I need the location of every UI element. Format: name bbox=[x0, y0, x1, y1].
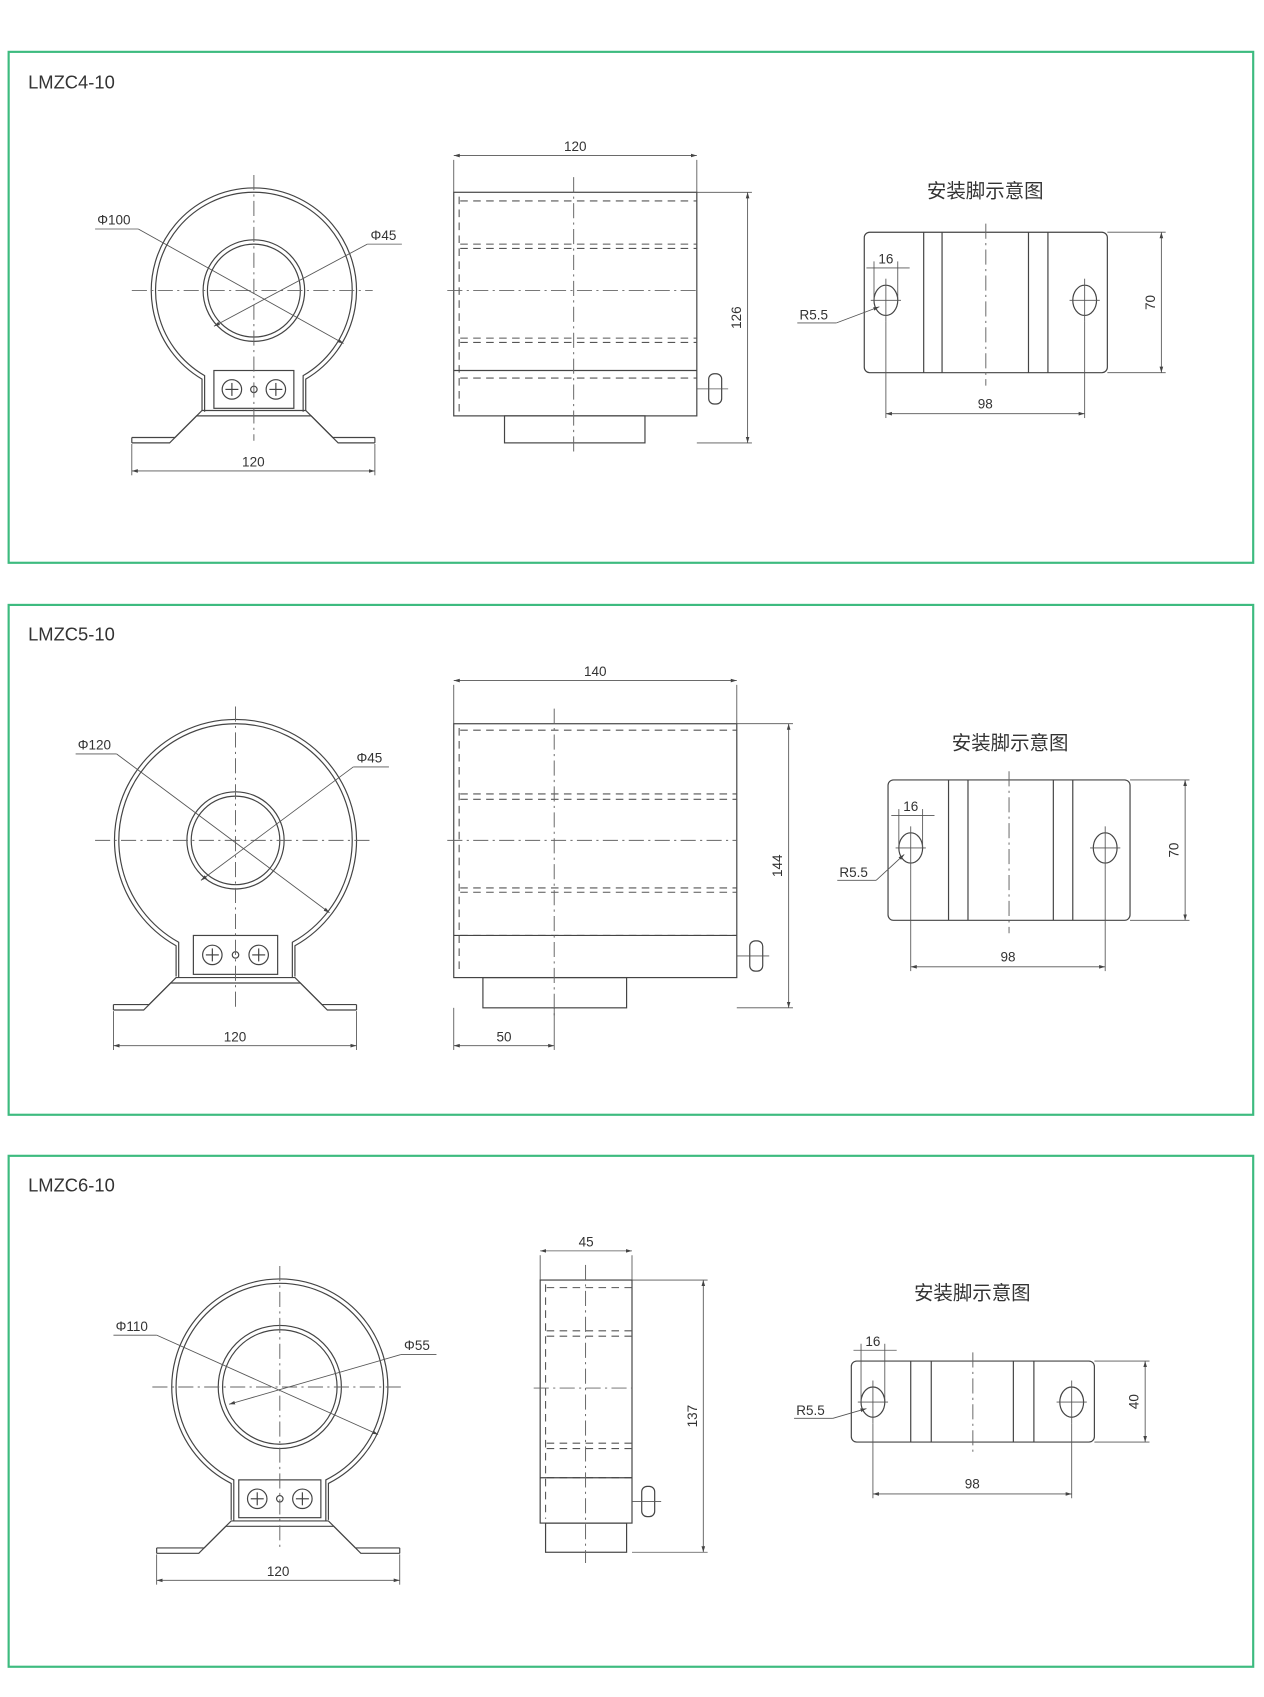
foot-height-dimension: 70 bbox=[1143, 295, 1158, 310]
outer-ring bbox=[155, 191, 353, 412]
slot-radius-label: R5.5 bbox=[839, 865, 868, 880]
side-view: 45 137 bbox=[533, 1235, 708, 1564]
leader-line bbox=[875, 854, 905, 881]
outer-diameter-label: Φ110 bbox=[116, 1319, 148, 1334]
outer-ring bbox=[175, 1282, 385, 1522]
housing-foot bbox=[503, 415, 646, 444]
housing-foot bbox=[482, 976, 628, 1009]
housing-foot bbox=[544, 1522, 628, 1553]
leader-line bbox=[213, 243, 368, 327]
slot-radius-label: R5.5 bbox=[799, 308, 828, 323]
slot-spacing-label: 98 bbox=[965, 1477, 980, 1492]
outer-ring bbox=[118, 723, 353, 978]
slot-width-label: 16 bbox=[903, 799, 918, 814]
panel-frame bbox=[7, 1154, 1255, 1668]
side-width-dimension: 120 bbox=[564, 139, 587, 154]
leader-line bbox=[156, 1334, 379, 1435]
slot-spacing-label: 98 bbox=[978, 396, 993, 411]
terminal-screw-icon bbox=[292, 1488, 313, 1510]
terminal-screw-icon bbox=[202, 944, 223, 966]
terminal-screw-icon bbox=[221, 379, 243, 400]
mounting-bracket bbox=[113, 982, 357, 1011]
panel-frame bbox=[7, 50, 1255, 564]
model-label: LMZC6-10 bbox=[28, 1174, 115, 1195]
leader-line bbox=[836, 306, 880, 324]
terminal-screw-icon bbox=[248, 944, 270, 966]
foot-height-dimension: 70 bbox=[1167, 843, 1182, 858]
terminal-screw-icon bbox=[246, 1488, 268, 1510]
foot-width-dimension: 50 bbox=[496, 1029, 511, 1044]
slot-radius-label: R5.5 bbox=[796, 1403, 825, 1418]
foot-view-title: 安装脚示意图 bbox=[914, 1282, 1031, 1304]
slot-spacing-label: 98 bbox=[1000, 949, 1015, 964]
inner-diameter-label: Φ45 bbox=[357, 751, 383, 766]
foot-view-title: 安装脚示意图 bbox=[927, 181, 1044, 203]
panel-frame bbox=[7, 603, 1255, 1116]
slot-width-label: 16 bbox=[865, 1334, 880, 1349]
leader-line bbox=[228, 1354, 401, 1405]
terminal-screw-icon bbox=[265, 379, 287, 400]
side-view: 120 126 bbox=[447, 139, 752, 454]
slot-width-label: 16 bbox=[878, 252, 893, 267]
foot-view-title: 安装脚示意图 bbox=[952, 733, 1069, 755]
side-height-dimension: 137 bbox=[685, 1405, 700, 1428]
base-width-dimension: 120 bbox=[242, 455, 265, 470]
base-width-dimension: 120 bbox=[224, 1029, 247, 1044]
side-view: 140 144 50 bbox=[447, 664, 793, 1050]
leader-line bbox=[138, 228, 344, 344]
foot-height-dimension: 40 bbox=[1127, 1394, 1142, 1409]
leader-line bbox=[116, 753, 330, 914]
leader-line bbox=[832, 1408, 867, 1419]
inner-diameter-label: Φ55 bbox=[404, 1338, 430, 1353]
model-label: LMZC5-10 bbox=[28, 624, 115, 645]
outer-diameter-label: Φ120 bbox=[78, 738, 111, 753]
side-width-dimension: 140 bbox=[584, 664, 607, 679]
inner-diameter-label: Φ45 bbox=[371, 228, 397, 243]
side-width-dimension: 45 bbox=[579, 1235, 594, 1250]
leader-line bbox=[200, 766, 354, 881]
side-height-dimension: 144 bbox=[770, 854, 785, 877]
outer-diameter-label: Φ100 bbox=[97, 213, 130, 228]
model-label: LMZC4-10 bbox=[28, 72, 115, 93]
side-height-dimension: 126 bbox=[729, 306, 744, 329]
base-width-dimension: 120 bbox=[267, 1564, 290, 1579]
